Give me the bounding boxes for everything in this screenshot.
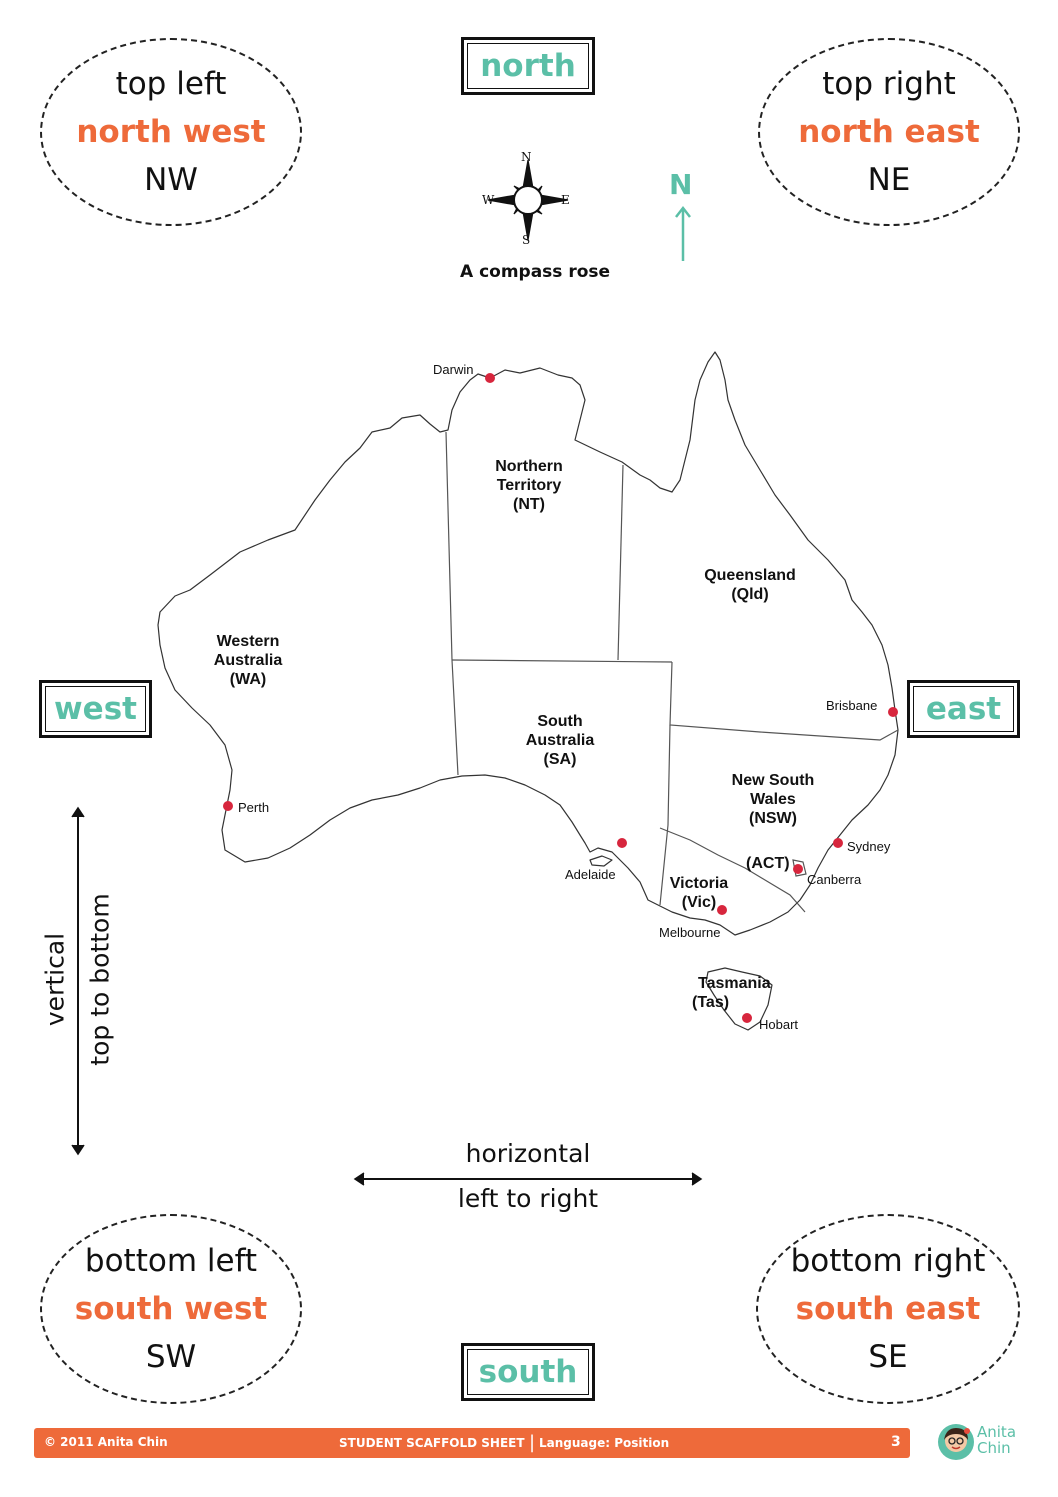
city-darwin-label: Darwin — [433, 362, 474, 377]
state-vic-line1: Victoria — [669, 875, 729, 892]
horizontal-double-arrow-icon — [353, 1172, 703, 1186]
state-nsw-line1: New South — [731, 772, 815, 789]
corner-bottom-left-abbr: SW — [145, 1339, 197, 1375]
corner-top-right: top right north east NE — [758, 38, 1020, 226]
footer-sheet-title: STUDENT SCAFFOLD SHEET — [339, 1436, 525, 1450]
australia-map — [157, 351, 899, 1031]
state-nt-label: Northern Territory (NT) — [479, 457, 579, 514]
state-tas-line2: (Tas) — [692, 994, 730, 1011]
corner-top-left-position: top left — [115, 66, 227, 102]
compass-caption: A compass rose — [460, 262, 611, 282]
city-dot-hobart — [742, 1013, 752, 1023]
city-dot-melbourne — [717, 905, 727, 915]
footer-page-number: 3 — [891, 1434, 901, 1450]
state-vic-line2: (Vic) — [681, 894, 717, 911]
city-brisbane-label: Brisbane — [826, 698, 878, 713]
state-wa-line1: Western — [216, 633, 280, 650]
border-nt-sa — [451, 659, 673, 663]
city-sydney-label: Sydney — [847, 839, 891, 854]
state-act-label: (ACT) — [746, 855, 790, 872]
state-nsw-label: New South Wales (NSW) — [718, 771, 828, 828]
state-qld-line2: (Qld) — [731, 586, 769, 603]
compass-n-label: N — [521, 150, 532, 164]
north-arrow-icon — [675, 205, 691, 261]
direction-east-box: east — [907, 680, 1020, 738]
corner-bottom-right-direction: south east — [795, 1291, 981, 1327]
state-sa-line1: South — [537, 713, 583, 730]
vertical-double-arrow-icon — [71, 806, 85, 1156]
city-dot-darwin — [485, 373, 495, 383]
top-to-bottom-label: top to bottom — [85, 893, 115, 1066]
corner-bottom-left-direction: south west — [74, 1291, 268, 1327]
state-tas-line1: Tasmania — [698, 975, 771, 992]
horizontal-label: horizontal — [465, 1139, 591, 1168]
corner-top-right-abbr: NE — [867, 162, 911, 198]
brand-avatar-icon — [938, 1424, 974, 1460]
state-nt-line2: Territory — [496, 477, 562, 494]
vertical-label: vertical — [40, 932, 70, 1027]
border-qld-south — [669, 661, 899, 741]
corner-top-left-direction: north west — [76, 114, 266, 150]
city-melbourne-label: Melbourne — [659, 925, 721, 940]
state-wa-line3: (WA) — [229, 671, 267, 688]
compass-s-label: S — [522, 233, 531, 247]
state-nt-line1: Northern — [495, 458, 563, 475]
corner-top-right-direction: north east — [798, 114, 980, 150]
state-tas-label: Tasmania (Tas) — [692, 974, 788, 1012]
border-nt-qld — [617, 464, 624, 661]
mainland-coastline — [157, 351, 899, 936]
corner-bottom-right: bottom right south east SE — [756, 1214, 1020, 1404]
direction-east-label: east — [925, 691, 1002, 727]
corner-bottom-right-position: bottom right — [790, 1243, 986, 1279]
city-hobart-label: Hobart — [759, 1017, 799, 1032]
direction-south-label: south — [478, 1354, 578, 1390]
city-dot-canberra — [793, 864, 803, 874]
direction-west-box: west — [39, 680, 152, 738]
footer-bar: © 2011 Anita Chin STUDENT SCAFFOLD SHEET… — [34, 1428, 910, 1458]
state-nsw-line3: (NSW) — [749, 810, 797, 827]
direction-west-label: west — [54, 691, 137, 727]
city-dot-brisbane — [888, 707, 898, 717]
state-sa-label: South Australia (SA) — [510, 712, 610, 769]
state-sa-line2: Australia — [525, 732, 595, 749]
kangaroo-island — [589, 855, 613, 867]
city-dot-adelaide — [617, 838, 627, 848]
state-sa-line3: (SA) — [543, 751, 577, 768]
border-wa — [445, 431, 459, 776]
footer-divider: | — [529, 1432, 536, 1453]
corner-top-left-abbr: NW — [144, 162, 198, 198]
brand-name-line1: Anita — [977, 1423, 1017, 1441]
tasmania-coastline — [705, 967, 773, 1031]
state-nt-line3: (NT) — [513, 496, 545, 513]
direction-north-label: north — [480, 48, 576, 84]
brand-name-line2: Chin — [977, 1439, 1011, 1457]
corner-bottom-left: bottom left south west SW — [40, 1214, 302, 1404]
city-canberra-label: Canberra — [807, 872, 862, 887]
city-dot-sydney — [833, 838, 843, 848]
state-nsw-line2: Wales — [750, 791, 796, 808]
state-qld-label: Queensland (Qld) — [690, 566, 810, 604]
corner-bottom-left-position: bottom left — [84, 1243, 258, 1279]
city-adelaide-label: Adelaide — [565, 867, 616, 882]
left-to-right-label: left to right — [457, 1184, 599, 1213]
compass-e-label: E — [561, 193, 570, 207]
footer-language: Language: Position — [539, 1436, 670, 1450]
city-perth-label: Perth — [238, 800, 270, 815]
state-qld-line1: Queensland — [704, 567, 796, 584]
city-dot-perth — [223, 801, 233, 811]
state-wa-label: Western Australia (WA) — [198, 632, 298, 689]
corner-top-left: top left north west NW — [40, 38, 302, 226]
corner-bottom-right-abbr: SE — [868, 1339, 908, 1375]
state-wa-line2: Australia — [213, 652, 283, 669]
corner-top-right-position: top right — [822, 66, 956, 102]
footer-copyright: © 2011 Anita Chin — [44, 1435, 168, 1449]
border-sa-east — [659, 724, 671, 906]
state-vic-label: Victoria (Vic) — [660, 874, 738, 912]
compass-rose-icon — [487, 159, 569, 241]
direction-north-box: north — [461, 37, 595, 95]
north-arrow-label: N — [669, 168, 693, 201]
compass-w-label: W — [482, 193, 495, 207]
border-nsw-vic — [659, 827, 806, 913]
direction-south-box: south — [461, 1343, 595, 1401]
